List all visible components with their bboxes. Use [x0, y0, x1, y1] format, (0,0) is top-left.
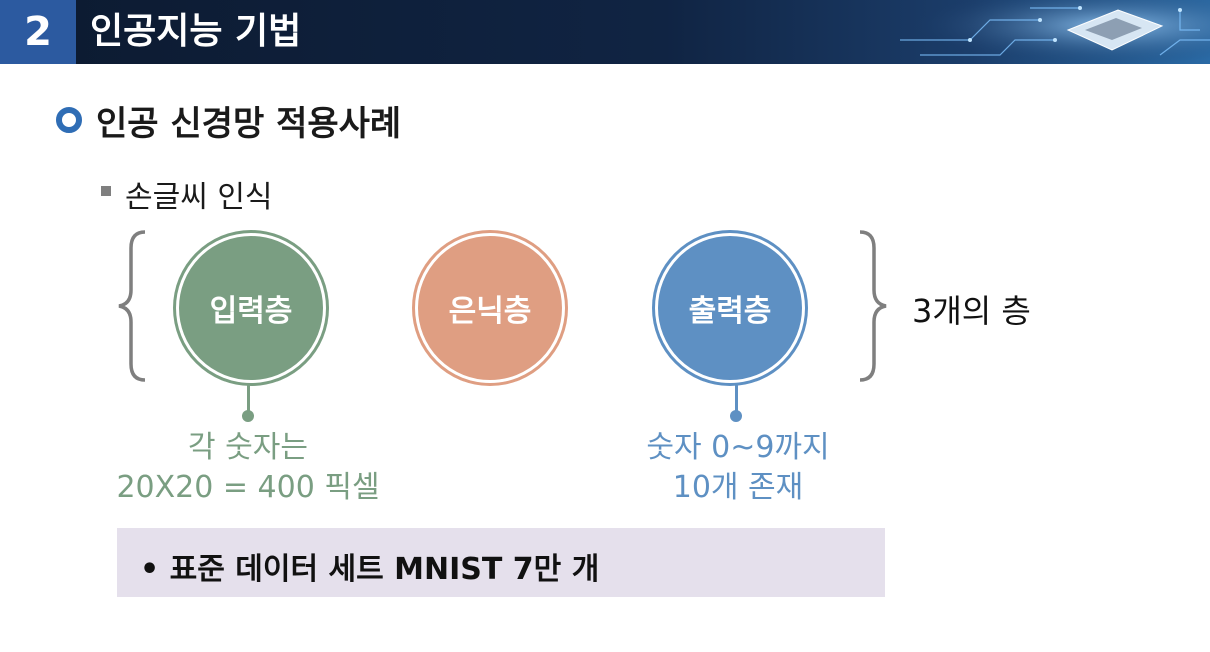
dataset-note-box [117, 528, 885, 597]
output-layer-description: 숫자 0~9까지 10개 존재 [598, 428, 878, 508]
input-layer-description: 각 숫자는 20X20 = 400 픽셀 [108, 428, 388, 508]
output-connector-line [735, 383, 738, 415]
output-desc-line1: 숫자 0~9까지 [646, 430, 830, 465]
hidden-layer-circle: 은닉층 [415, 233, 565, 383]
right-brace-icon [859, 230, 887, 382]
square-bullet-icon [101, 186, 111, 196]
page-title: 인공지능 기법 [90, 11, 302, 52]
input-layer-circle: 입력층 [176, 233, 326, 383]
output-layer-label: 출력층 [688, 294, 772, 329]
header-bar: 2 인공지능 기법 [0, 0, 1210, 64]
dataset-note-text: • 표준 데이터 세트 MNIST 7만 개 [140, 552, 600, 587]
output-connector-dot [730, 410, 742, 422]
layers-count-note: 3개의 층 [912, 292, 1031, 330]
output-desc-line2: 10개 존재 [672, 470, 804, 505]
input-layer-label: 입력층 [209, 294, 293, 329]
input-desc-line2: 20X20 = 400 픽셀 [116, 470, 380, 505]
input-desc-line1: 각 숫자는 [188, 430, 308, 465]
input-connector-line [247, 383, 250, 415]
section-bullet-icon [56, 107, 82, 133]
circuit-chip-icon [880, 0, 1210, 64]
output-layer-circle: 출력층 [655, 233, 805, 383]
subsection-title: 손글씨 인식 [125, 180, 273, 215]
section-title: 인공 신경망 적용사례 [96, 104, 402, 144]
left-brace-icon [118, 230, 146, 382]
section-number: 2 [0, 0, 76, 64]
hidden-layer-label: 은닉층 [448, 294, 532, 329]
input-connector-dot [242, 410, 254, 422]
